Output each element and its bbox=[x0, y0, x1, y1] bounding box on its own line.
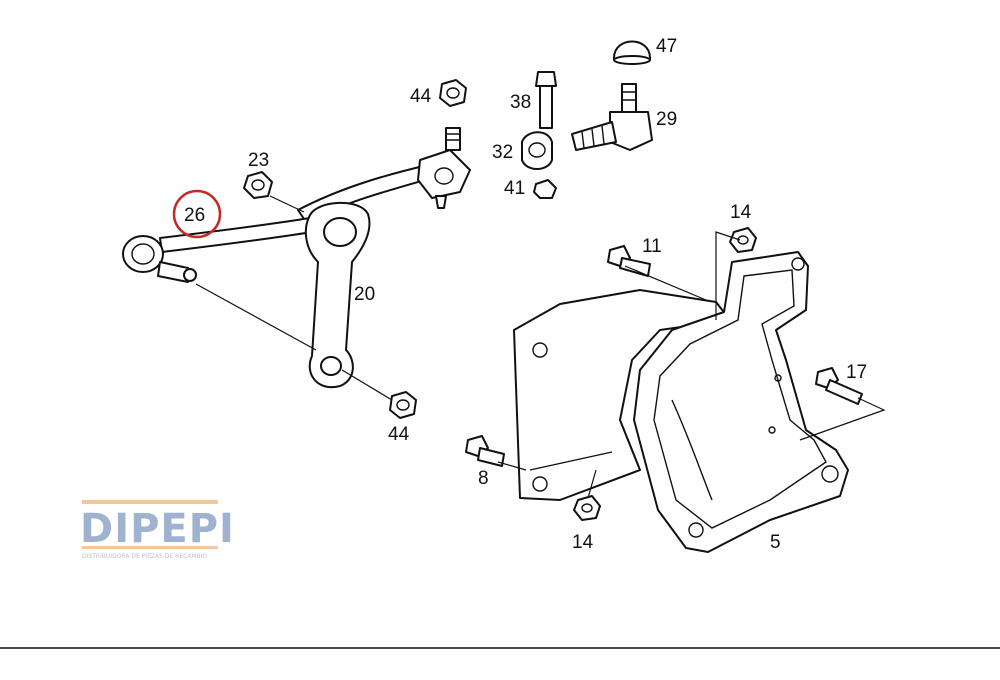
nut-41 bbox=[533, 179, 557, 199]
callout-20: 20 bbox=[354, 284, 375, 305]
bracket-front-plate bbox=[633, 251, 849, 553]
ball-stud-upper bbox=[445, 127, 461, 151]
bolt-17 bbox=[815, 367, 863, 405]
idler-arm-top-eye bbox=[323, 217, 357, 247]
callout-14-bottom: 14 bbox=[572, 532, 594, 553]
watermark-brand: DIPEPI bbox=[80, 506, 235, 552]
callout-8: 8 bbox=[478, 468, 489, 489]
bolt-38 bbox=[535, 71, 557, 129]
tie-rod-end-29 bbox=[571, 83, 653, 151]
nut-44-bottom bbox=[389, 391, 417, 419]
idler-arm-bottom-eye bbox=[320, 356, 342, 376]
nut-44-top bbox=[439, 79, 467, 107]
callout-29: 29 bbox=[656, 109, 677, 130]
watermark-logo: DIPEPI DISTRIBUIDORA DE PIEZAS DE RECAMB… bbox=[80, 500, 235, 560]
callout-14-top: 14 bbox=[730, 202, 752, 223]
callout-32: 32 bbox=[492, 142, 513, 163]
tie-rod-assembly bbox=[122, 127, 471, 283]
watermark-bar-bottom bbox=[82, 546, 218, 549]
callout-44-top: 44 bbox=[410, 86, 432, 107]
bolt-8 bbox=[465, 435, 505, 467]
clamp-32 bbox=[521, 131, 553, 170]
watermark-bar-top bbox=[82, 500, 218, 504]
highlighted-callout-26[interactable]: 26 bbox=[172, 189, 222, 239]
left-ball-stud bbox=[157, 261, 189, 283]
nut-14-top bbox=[729, 227, 757, 253]
dust-cap-47 bbox=[613, 40, 651, 65]
callout-17: 17 bbox=[846, 362, 867, 383]
leader-lines bbox=[195, 195, 886, 499]
callout-11: 11 bbox=[642, 236, 662, 257]
callout-41: 41 bbox=[504, 178, 525, 199]
tie-rod-end-right bbox=[417, 149, 471, 199]
idler-arm bbox=[304, 201, 371, 389]
callout-5: 5 bbox=[770, 532, 781, 553]
nut-14-bottom bbox=[573, 495, 601, 521]
nut-23 bbox=[243, 171, 273, 199]
bracket-back-plate bbox=[513, 289, 731, 501]
left-ball-joint bbox=[122, 235, 164, 273]
idler-arm-body bbox=[304, 201, 371, 389]
highlight-ring bbox=[172, 189, 222, 239]
callout-44-bottom: 44 bbox=[388, 424, 410, 445]
mounting-bracket-5 bbox=[513, 251, 849, 553]
callout-23: 23 bbox=[248, 150, 269, 171]
callout-47: 47 bbox=[656, 36, 677, 57]
callout-38: 38 bbox=[510, 92, 531, 113]
callout-labels: 47 44 38 29 23 32 41 14 11 20 17 44 8 14… bbox=[248, 36, 867, 553]
center-link-rod bbox=[159, 217, 313, 253]
watermark-tagline: DISTRIBUIDORA DE PIEZAS DE RECAMBIO bbox=[82, 553, 207, 560]
callout-26: 26 bbox=[184, 205, 205, 226]
